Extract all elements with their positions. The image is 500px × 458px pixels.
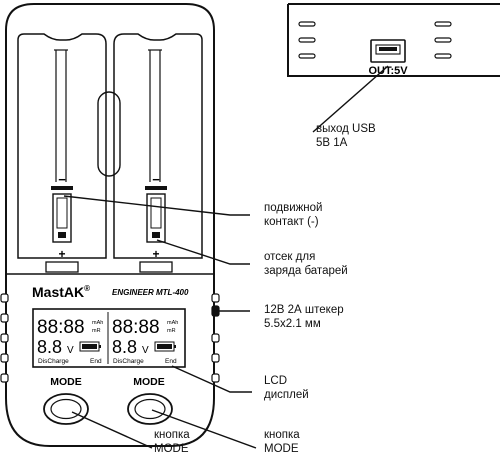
lcd-volt-unit-left: V <box>67 345 74 356</box>
lcd-unit-mah-right: mAh <box>167 320 178 326</box>
battery-level-icon-right <box>154 341 176 352</box>
plus-sign-right: + <box>152 247 159 261</box>
plus-sign-left: + <box>58 247 65 261</box>
lcd-mode-discharge-left: DisCharge <box>38 358 69 365</box>
battery-level-icon-left <box>79 341 101 352</box>
leader-button-left <box>71 411 153 449</box>
callout-usb-output: выход USB 5В 1А <box>316 122 376 150</box>
leader-button-right <box>151 409 257 449</box>
moving-contact-left[interactable]: − <box>51 172 73 243</box>
minus-sign-right: − <box>152 172 160 187</box>
usb-side-view: OUT:5V <box>287 3 500 77</box>
callout-lcd-display-line1: LCD <box>264 375 288 387</box>
leader-battery-bay <box>156 239 250 265</box>
callout-power-plug: 12В 2А штекер 5.5x2.1 мм <box>264 303 344 331</box>
callout-battery-bay: отсек для заряда батарей <box>264 250 348 278</box>
callout-battery-bay-line1: отсек для <box>264 251 316 263</box>
brand-logo: MastAK® <box>32 284 90 300</box>
callout-power-plug-line2: 5.5x2.1 мм <box>264 318 321 330</box>
mode-button-left[interactable] <box>43 393 89 425</box>
lcd-mode-end-left: End <box>90 358 102 365</box>
bay-divider <box>97 91 121 177</box>
positive-terminal-left: + <box>45 247 79 273</box>
callout-button-right-line1: кнопка <box>264 429 300 441</box>
callout-button-left-line1: кнопка <box>154 429 190 441</box>
vent-slots-left <box>298 21 316 59</box>
lcd-unit-mah-left: mAh <box>92 320 103 326</box>
mode-button-right[interactable] <box>127 393 173 425</box>
moving-contact-right[interactable]: − <box>145 172 167 243</box>
lcd-mode-end-right: End <box>165 358 177 365</box>
lcd-channel-right: 88:88 mAh mR 8.8 V DisCharge End <box>112 317 178 365</box>
callout-lcd-display-line2: дисплей <box>264 389 309 401</box>
leader-lcd <box>171 365 252 393</box>
usb-output-label: OUT:5V <box>368 65 408 77</box>
callout-button-left: кнопка MODE <box>154 428 190 456</box>
lcd-voltage-left: 8.8 <box>37 337 62 357</box>
callout-usb-output-line1: выход USB <box>316 123 376 135</box>
leader-moving-contact <box>63 195 250 216</box>
lcd-display: 88:88 mAh mR 8.8 V DisCharge End 88:88 m… <box>32 308 186 368</box>
lcd-unit-mr-left: mR <box>92 328 101 334</box>
lcd-capacity-right: 88:88 <box>112 317 160 338</box>
side-ribs-left <box>0 293 9 383</box>
mode-button-right-label: MODE <box>133 376 165 388</box>
leader-lines <box>63 65 389 449</box>
model-name: ENGINEER MTL-400 <box>112 288 189 297</box>
lcd-mode-discharge-right: DisCharge <box>113 358 144 365</box>
lcd-capacity-left: 88:88 <box>37 317 85 338</box>
minus-sign-left: − <box>58 172 66 187</box>
lcd-unit-mr-right: mR <box>167 328 176 334</box>
leader-usb <box>312 65 389 133</box>
callout-power-plug-line1: 12В 2А штекер <box>264 304 344 316</box>
positive-terminal-right: + <box>139 247 173 273</box>
callout-button-right-line2: MODE <box>264 443 299 455</box>
charger-body: − − + + <box>0 3 220 447</box>
callout-lcd-display: LCD дисплей <box>264 374 309 402</box>
usb-port <box>370 39 406 63</box>
callout-moving-contact-line2: контакт (-) <box>264 216 319 228</box>
lcd-volt-unit-right: V <box>142 345 149 356</box>
callout-button-left-line2: MODE <box>154 443 189 455</box>
lcd-voltage-right: 8.8 <box>112 337 137 357</box>
charger-outline <box>5 3 215 447</box>
mode-button-left-label: MODE <box>50 376 82 388</box>
brand-name: MastAK <box>32 284 84 300</box>
callout-moving-contact: подвижной контакт (-) <box>264 201 322 229</box>
battery-bay <box>17 33 203 259</box>
callout-battery-bay-line2: заряда батарей <box>264 265 348 277</box>
callout-moving-contact-line1: подвижной <box>264 202 323 214</box>
lcd-channel-left: 88:88 mAh mR 8.8 V DisCharge End <box>37 317 103 365</box>
brand-registered-mark: ® <box>84 284 90 293</box>
callout-button-right: кнопка MODE <box>264 428 300 456</box>
vent-slots-right <box>434 21 452 59</box>
callout-usb-output-line2: 5В 1А <box>316 137 348 149</box>
